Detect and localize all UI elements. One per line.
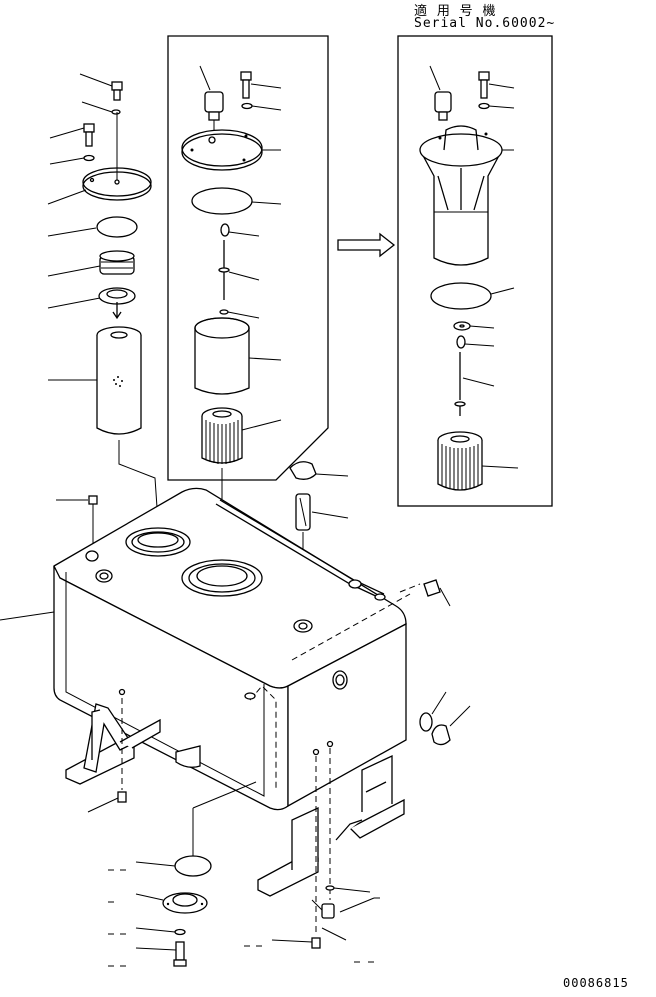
valve-left xyxy=(47,287,136,320)
washer-cover-left xyxy=(49,154,95,165)
vent-valve-right xyxy=(429,65,452,121)
o-ring-left xyxy=(47,216,138,238)
drain-valve-right xyxy=(311,740,375,919)
sight-gauge-ring xyxy=(419,712,433,732)
rod-middle xyxy=(218,240,260,300)
bolt-right xyxy=(478,71,515,99)
leader-left-filter xyxy=(118,440,159,523)
label-dash-marks xyxy=(108,869,380,967)
washer-middle xyxy=(241,102,282,111)
tank-stand xyxy=(65,703,405,897)
strainer-case-middle xyxy=(194,317,282,395)
o-ring-middle xyxy=(191,187,282,215)
detail-frame-current xyxy=(167,35,329,481)
leader-tank-side xyxy=(0,611,55,621)
hydraulic-tank xyxy=(53,487,421,811)
vent-valve-middle xyxy=(199,65,224,140)
bolt-cover-left xyxy=(49,123,95,147)
o-ring-right xyxy=(430,282,515,310)
strainer-assembly-right xyxy=(419,125,514,266)
spring-left xyxy=(47,250,135,277)
washer-bottom-right xyxy=(325,885,371,893)
washer-right-lower xyxy=(453,321,495,331)
cover-middle xyxy=(181,129,281,171)
level-gauge xyxy=(295,493,349,612)
drain-cover-bottom xyxy=(135,892,208,914)
filter-element-left xyxy=(48,326,142,435)
drain-plug-right xyxy=(271,748,321,949)
breather-top xyxy=(56,495,98,548)
drain-gasket-bottom xyxy=(135,781,257,877)
serial-number-label: Serial No.60002~ xyxy=(414,16,556,31)
drawing-number: 00086815 xyxy=(563,976,629,990)
rod-right xyxy=(454,352,495,416)
detail-frame-serial xyxy=(397,35,553,507)
washer-bottom xyxy=(135,927,186,936)
washer-top-left xyxy=(81,101,121,115)
leader-lower-right xyxy=(321,927,347,941)
bolt-top-left xyxy=(79,73,123,101)
washer-right xyxy=(478,102,515,110)
strainer-element-right xyxy=(437,431,519,491)
plug-right-side xyxy=(423,579,451,607)
drain-plug-left xyxy=(87,688,127,813)
change-arrow xyxy=(337,232,396,258)
nut-middle xyxy=(219,309,260,319)
spring-pin-middle xyxy=(220,223,260,237)
bolt-middle xyxy=(240,71,282,99)
sight-gauge-right xyxy=(431,705,471,746)
cap-gauge xyxy=(289,461,349,480)
strainer-element-middle xyxy=(201,407,282,464)
applicable-models-label: 適 用 号 機 xyxy=(414,4,497,19)
cover-plate-left xyxy=(47,112,152,205)
bolt-bottom xyxy=(135,941,187,967)
spring-pin-right xyxy=(456,335,495,349)
